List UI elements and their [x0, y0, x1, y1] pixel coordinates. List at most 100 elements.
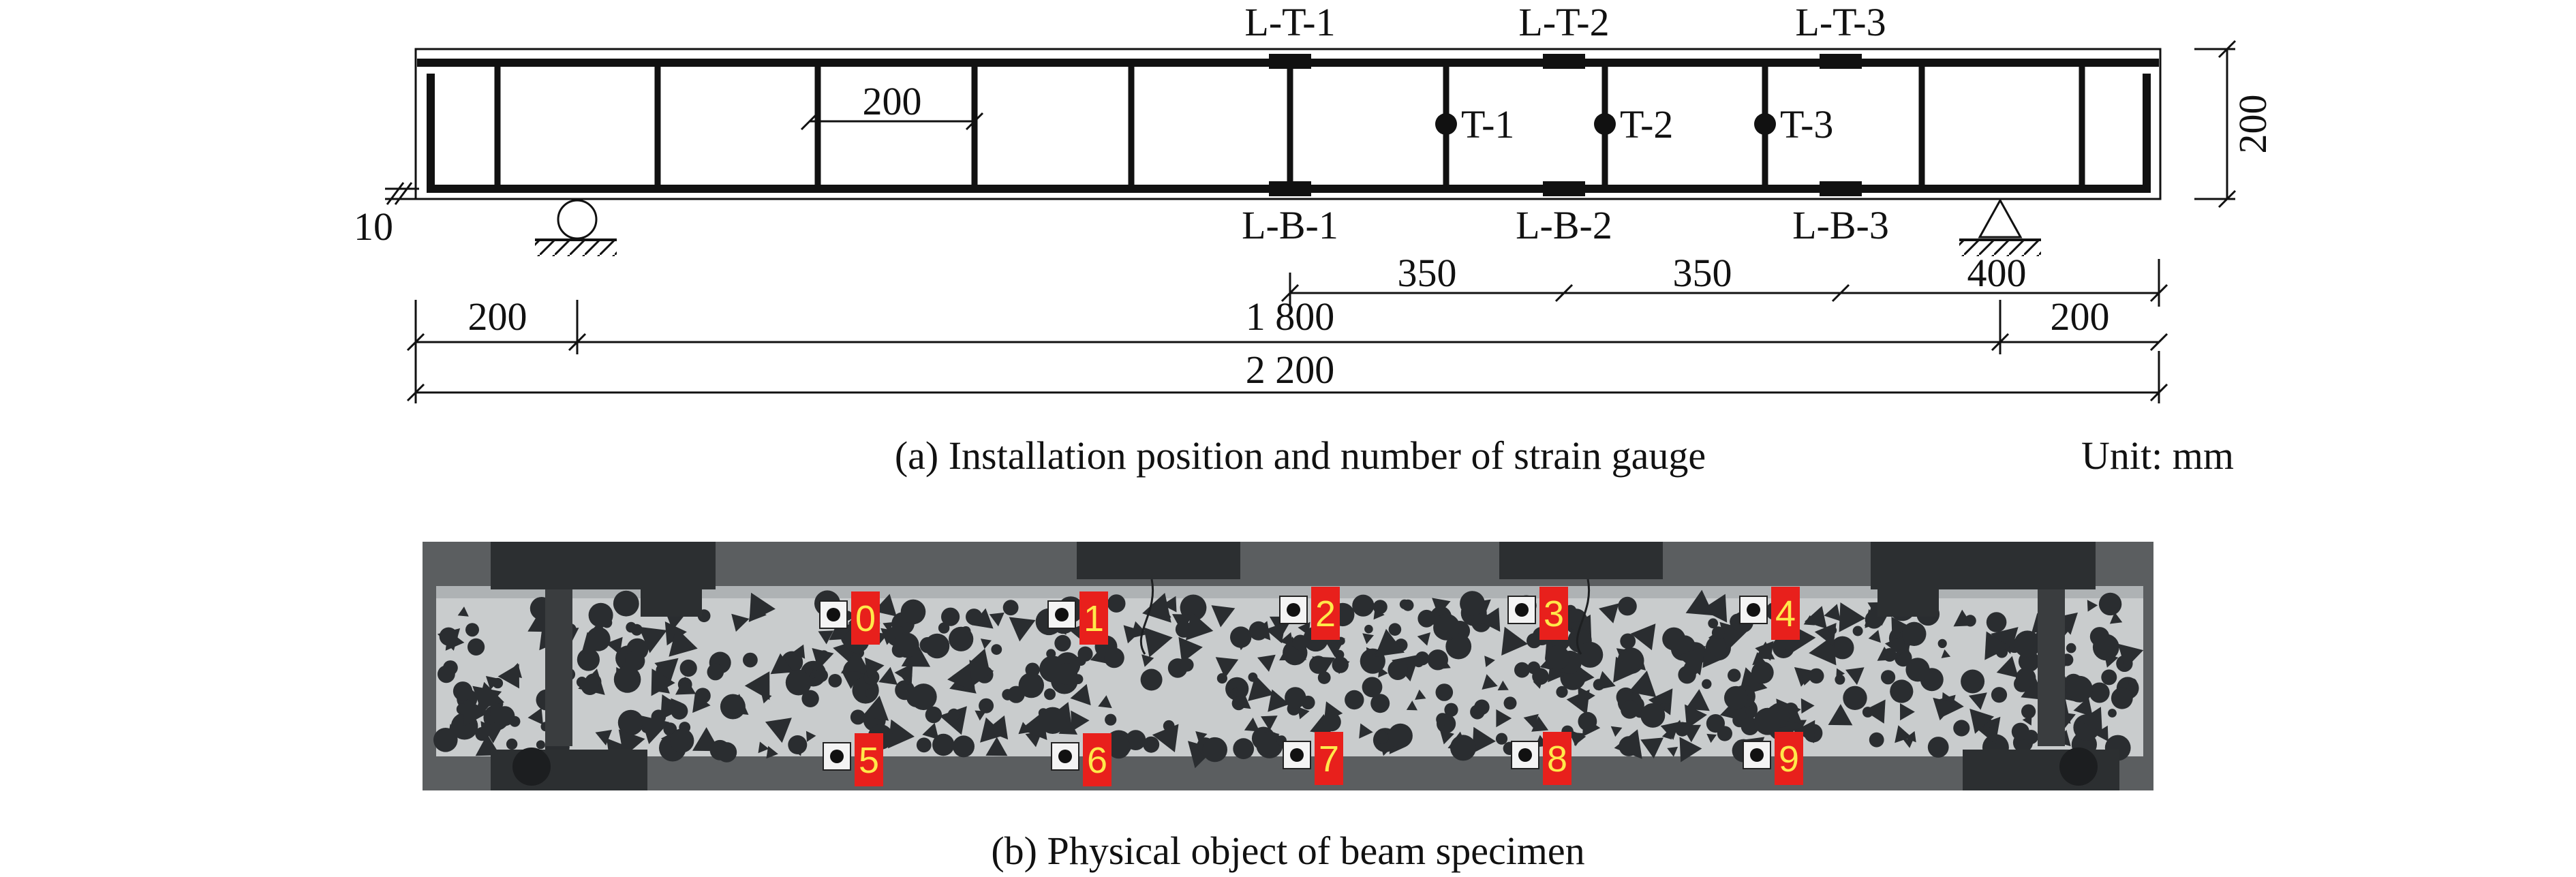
label-L-B-2: L-B-2 [1516, 203, 1612, 247]
speckle-triangle [1478, 607, 1501, 632]
speckle-dot [1577, 698, 1588, 709]
speckle-triangle [1215, 657, 1239, 679]
target-dot [1750, 748, 1764, 762]
dim-400: 400 [1967, 251, 2027, 295]
speckle-triangle [883, 621, 894, 632]
speckle-dot [1621, 700, 1639, 719]
speckle-triangle [1660, 722, 1680, 740]
speckle-dot [453, 681, 473, 701]
speckle-dot [916, 737, 932, 753]
speckle-triangle [748, 603, 767, 622]
speckle-triangle [864, 657, 885, 679]
target-dot [1747, 603, 1760, 617]
speckle-triangle [1679, 737, 1702, 763]
speckle-dot [1107, 594, 1126, 613]
speckle-dot [788, 735, 808, 754]
speckle-dot [1445, 633, 1472, 660]
speckle-triangle [744, 671, 770, 701]
speckle-triangle [1864, 699, 1886, 724]
speckle-dot [2066, 643, 2076, 653]
marker-8: 8 [1511, 732, 1571, 785]
speckle-triangle [806, 730, 816, 742]
speckle-triangle [1895, 647, 1913, 665]
speckle-triangle [1599, 603, 1619, 624]
marker-5: 5 [823, 733, 883, 786]
speckle-dot [1852, 626, 1863, 636]
speckle-triangle [1996, 656, 2019, 678]
speckle-dot [495, 706, 515, 726]
speckle-dot [1435, 683, 1454, 701]
speckle-triangle [1298, 621, 1310, 636]
speckle-dot [1202, 737, 1228, 763]
speckle-dot [1018, 672, 1045, 698]
stirrups [494, 63, 2085, 189]
speckle-dot [1039, 707, 1067, 735]
marker-7: 7 [1283, 732, 1343, 785]
dim-350-a: 350 [1398, 251, 1457, 295]
speckle-triangle [1195, 731, 1208, 743]
speckle-triangle [2094, 725, 2109, 742]
speckle-triangle [1803, 615, 1815, 626]
dim-200-right: 200 [2051, 294, 2110, 339]
speckle-dot [1470, 705, 1485, 720]
speckle-dot [2111, 687, 2133, 709]
speckle-dot [1460, 591, 1485, 616]
speckle-dot [1986, 612, 2007, 632]
speckle-dot [1054, 634, 1071, 652]
speckle-dot [1002, 600, 1019, 616]
speckle-dot [467, 638, 485, 656]
speckle-triangle [731, 613, 750, 632]
speckle-triangle [654, 658, 679, 681]
gauge-L-T-3 [1820, 54, 1862, 69]
speckle-dot [924, 633, 950, 659]
speckle-triangle [1497, 680, 1509, 691]
speckle-dot [1292, 634, 1308, 651]
speckle-dot [1450, 735, 1476, 761]
speckle-triangle [1439, 730, 1454, 745]
speckle-triangle [803, 668, 814, 677]
speckle-triangle [1261, 716, 1278, 731]
marker-3: 3 [1507, 587, 1568, 640]
caption-a: (a) Installation position and number of … [895, 433, 1706, 478]
speckle-dot [1809, 668, 1824, 684]
speckle-triangle [692, 727, 720, 752]
speckle-triangle [1677, 645, 1706, 676]
speckle-dot [671, 703, 688, 720]
speckle-dot [1890, 679, 1914, 703]
label-L-B-1: L-B-1 [1242, 203, 1338, 247]
marker-6: 6 [1051, 733, 1111, 786]
target-dot [827, 608, 840, 621]
speckle-dot [1248, 621, 1268, 641]
speckle-dot [1332, 656, 1349, 673]
speckle-dot [2011, 722, 2029, 741]
speckle-triangle [2109, 612, 2123, 624]
target-dot [1515, 603, 1529, 617]
speckle-dot [456, 703, 468, 715]
speckle-dot [1285, 687, 1306, 709]
gauge-T-2 [1594, 113, 1616, 135]
speckle-dot [694, 688, 711, 704]
target-sticker [1743, 741, 1771, 769]
dim-200-left: 200 [468, 294, 527, 339]
speckle-dot [1953, 720, 1970, 737]
speckle-dot [1593, 679, 1605, 691]
speckle-triangle [1501, 626, 1528, 656]
speckle-dot [1828, 626, 1837, 634]
speckle-triangle [581, 632, 604, 655]
speckle-dot [865, 688, 876, 698]
speckle-triangle [947, 661, 975, 692]
speckle-dot [1620, 633, 1636, 649]
speckle-dot [1618, 596, 1637, 616]
speckle-triangle [1569, 621, 1586, 637]
speckle-dot [1256, 731, 1283, 758]
speckle-triangle [1701, 594, 1728, 623]
speckle-dot [1362, 677, 1383, 698]
marker-badge [1311, 587, 1340, 640]
speckle-triangle [969, 660, 994, 687]
speckle-triangle [1891, 617, 1910, 638]
speckle-dot [1751, 661, 1774, 684]
speckle-triangle [1279, 632, 1294, 647]
speckle-dot [670, 728, 694, 753]
speckle-dot [1527, 633, 1542, 649]
speckle-triangle [1248, 675, 1274, 701]
